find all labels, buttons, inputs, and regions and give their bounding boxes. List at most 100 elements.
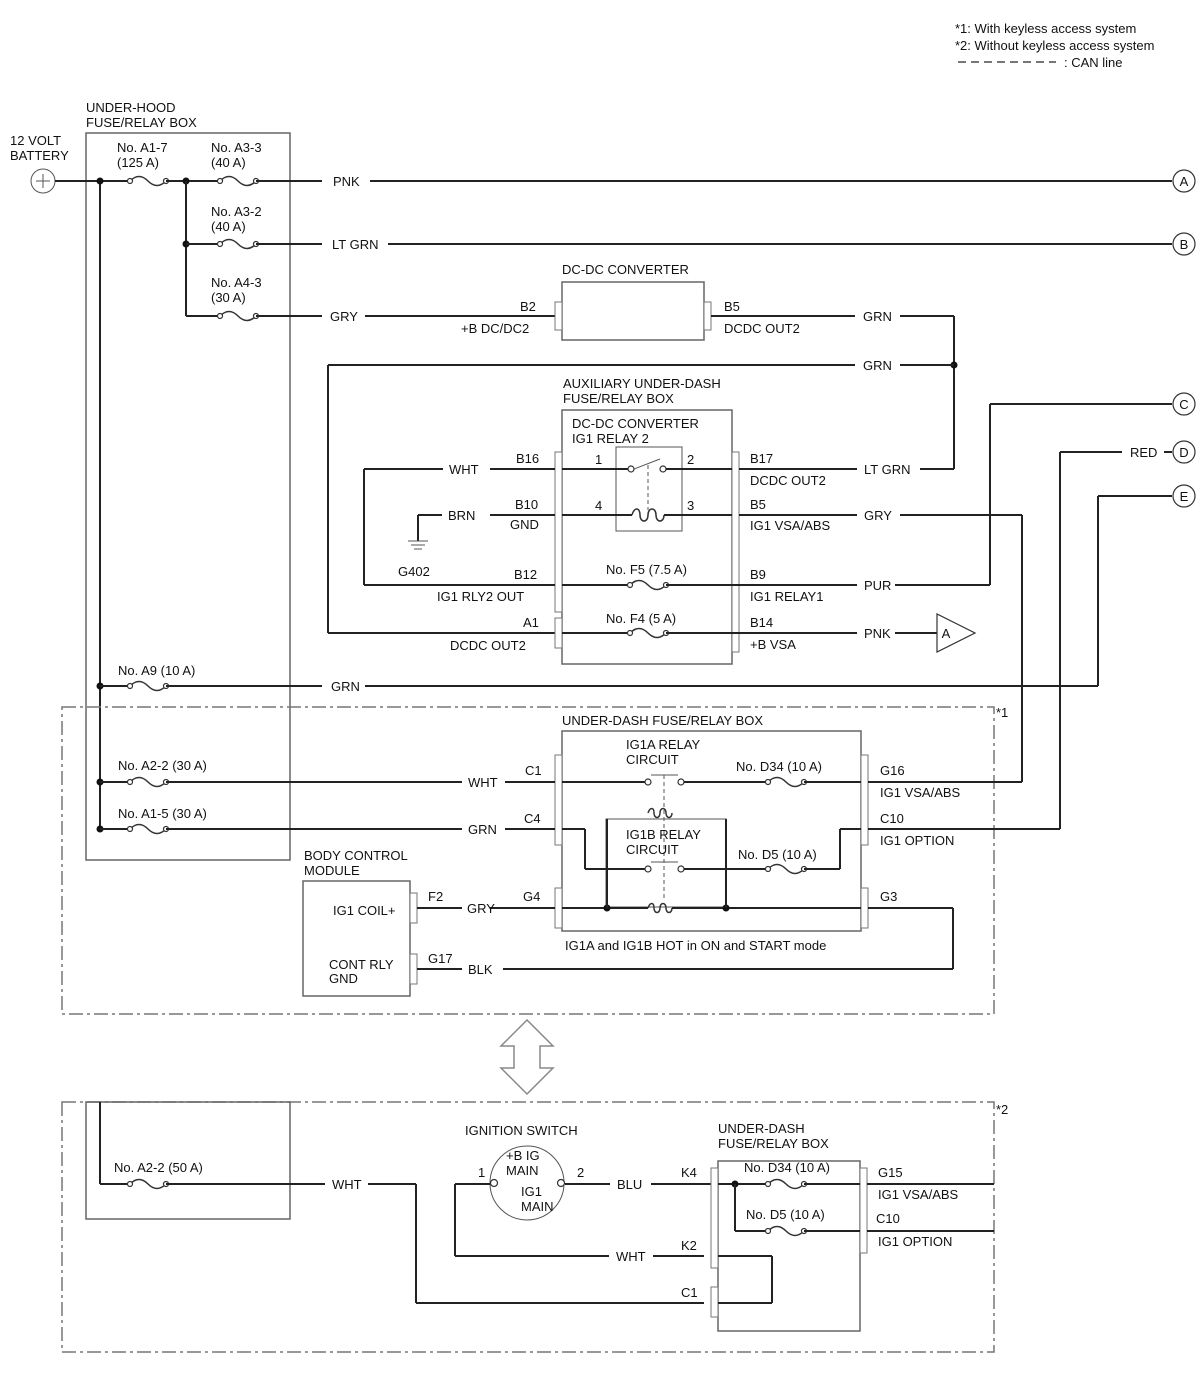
bcm-box	[302, 880, 411, 997]
dcdc-converter: DC-DC CONVERTER B2 +B DC/DC2 B5 DCDC OUT…	[461, 262, 800, 341]
underhood-box-outline	[85, 132, 291, 861]
aux-pin-b14-label: +B VSA	[750, 637, 796, 652]
connector-c-label: C	[1179, 397, 1188, 412]
section-no-keyless-mark: *2	[996, 1102, 1008, 1117]
fuse-a3-2-symbol	[219, 238, 257, 250]
arrow-to-a-label: A	[942, 626, 951, 641]
fuse-a3-3-name: No. A3-3	[211, 140, 262, 155]
bcm-pin-f2: F2	[428, 889, 443, 904]
bcm-pin-g17: G17	[428, 951, 453, 966]
ig1a-relay-coil	[647, 807, 673, 819]
fuse-a3-2-rating: (40 A)	[211, 219, 246, 234]
connector-c-circle	[1172, 392, 1196, 416]
dcdc-box	[561, 281, 705, 341]
aux-pin-b10-label: GND	[510, 517, 539, 532]
ignition-switch-ig1-1: IG1	[521, 1184, 542, 1199]
fuse-a2-2-50a-label: No. A2-2 (50 A)	[114, 1160, 203, 1175]
underdash-lower-pin-c10-label: IG1 OPTION	[878, 1234, 952, 1249]
dcdc-pin-b5: B5	[724, 299, 740, 314]
fuse-d34-lower-symbol	[767, 1178, 805, 1190]
fuse-a2-2-symbol	[129, 776, 167, 788]
bcm-title-2: MODULE	[304, 863, 360, 878]
fuse-a9-label: No. A9 (10 A)	[118, 663, 195, 678]
aux-relay-2-box	[615, 446, 683, 532]
legend-can-line: : CAN line	[1064, 55, 1123, 70]
aux-relay-pin-1: 1	[595, 452, 602, 467]
aux-relay-pin-4: 4	[595, 498, 602, 513]
section-no-keyless-outline	[61, 1101, 995, 1353]
underdash-lower-pin-c1: C1	[681, 1285, 698, 1300]
connector-e-label: E	[1180, 489, 1189, 504]
wire-label-gry-b5: GRY	[864, 508, 892, 523]
bcm-title-1: BODY CONTROL	[304, 848, 408, 863]
aux-pin-b5-label: IG1 VSA/ABS	[750, 518, 831, 533]
connector-d-label: D	[1179, 445, 1188, 460]
fuse-f4-symbol	[629, 627, 667, 639]
ignition-switch-pin-2: 2	[577, 1165, 584, 1180]
ig1a-relay-title-2: CIRCUIT	[626, 752, 679, 767]
connector-e-circle	[1172, 484, 1196, 508]
underdash-lower-title-2: FUSE/RELAY BOX	[718, 1136, 829, 1151]
wire-label-red: RED	[1130, 445, 1157, 460]
dcdc-pin-b5-label: DCDC OUT2	[724, 321, 800, 336]
legend-note-1: *1: With keyless access system	[955, 21, 1136, 36]
connector-d-circle	[1172, 440, 1196, 464]
connector-a-label: A	[1180, 174, 1189, 189]
fuse-a1-7-symbol	[129, 175, 167, 187]
dcdc-pin-b2-label: +B DC/DC2	[461, 321, 529, 336]
wire-label-ltgrn-b17: LT GRN	[864, 462, 910, 477]
battery-label-1: 12 VOLT	[10, 133, 61, 148]
section-keyless-outline	[61, 706, 995, 1015]
ignition-switch: IGNITION SWITCH +B IG MAIN IG1 MAIN 1 2	[465, 1123, 584, 1221]
ignition-switch-pin-1: 1	[478, 1165, 485, 1180]
aux-relay-pin-3: 3	[687, 498, 694, 513]
fuse-a2-2-50a-symbol	[129, 1178, 167, 1190]
wire-label-gry-dcdc: GRY	[330, 309, 358, 324]
aux-pin-b17-label: DCDC OUT2	[750, 473, 826, 488]
underdash-pin-g4: G4	[523, 889, 540, 904]
wire-label-blu: BLU	[617, 1177, 642, 1192]
bcm-ig1-coil: IG1 COIL+	[333, 903, 396, 918]
battery: 12 VOLT BATTERY	[10, 133, 69, 194]
underdash-pin-c10-label: IG1 OPTION	[880, 833, 954, 848]
aux-relay-pin-2: 2	[687, 452, 694, 467]
wire-label-grn-c4: GRN	[468, 822, 497, 837]
underhood-title-1: UNDER-HOOD	[86, 100, 176, 115]
underhood-title-2: FUSE/RELAY BOX	[86, 115, 197, 130]
ignition-switch-ig1-2: MAIN	[521, 1199, 554, 1214]
arrow-to-a	[936, 613, 977, 653]
underdash-box-lower: UNDER-DASH FUSE/RELAY BOX	[710, 1121, 868, 1332]
aux-fuse-box: AUXILIARY UNDER-DASH FUSE/RELAY BOX DC-D…	[554, 376, 740, 665]
ig1b-relay-title-1: IG1B RELAY	[626, 827, 701, 842]
underdash-pin-c10: C10	[880, 811, 904, 826]
section-keyless-mark: *1	[996, 705, 1008, 720]
underdash-pin-c4: C4	[524, 811, 541, 826]
underhood-box-lower	[85, 1101, 291, 1220]
aux-pin-a1: A1	[523, 615, 539, 630]
fuse-a1-7-name: No. A1-7	[117, 140, 168, 155]
underdash-lower-pin-g15: G15	[878, 1165, 903, 1180]
wire-label-wht-c1: WHT	[468, 775, 498, 790]
body-control-module: BODY CONTROL MODULE IG1 COIL+ CONT RLY G…	[302, 848, 453, 997]
aux-pin-b10: B10	[515, 497, 538, 512]
fuse-a1-7-rating: (125 A)	[117, 155, 159, 170]
fuse-a2-2-label: No. A2-2 (30 A)	[118, 758, 207, 773]
wire-label-grn-return: GRN	[863, 358, 892, 373]
underdash-pin-g3: G3	[880, 889, 897, 904]
wire-label-wht-b16: WHT	[449, 462, 479, 477]
fuse-d34-symbol	[767, 776, 805, 788]
underhood-fuse-box: UNDER-HOOD FUSE/RELAY BOX	[85, 100, 291, 861]
wire-label-grn-a9: GRN	[331, 679, 360, 694]
dcdc-title: DC-DC CONVERTER	[562, 262, 689, 277]
fuse-d5-symbol	[767, 863, 805, 875]
underdash-note: IG1A and IG1B HOT in ON and START mode	[565, 938, 826, 953]
underdash-pin-g16: G16	[880, 763, 905, 778]
aux-pin-b12-label: IG1 RLY2 OUT	[437, 589, 524, 604]
fuse-a4-3-name: No. A4-3	[211, 275, 262, 290]
ig1a-relay-title-1: IG1A RELAY	[626, 737, 701, 752]
aux-pin-b12: B12	[514, 567, 537, 582]
fuse-f5-label: No. F5 (7.5 A)	[606, 562, 687, 577]
connector-b-label: B	[1180, 237, 1189, 252]
fuse-a3-3-rating: (40 A)	[211, 155, 246, 170]
aux-pin-b17: B17	[750, 451, 773, 466]
